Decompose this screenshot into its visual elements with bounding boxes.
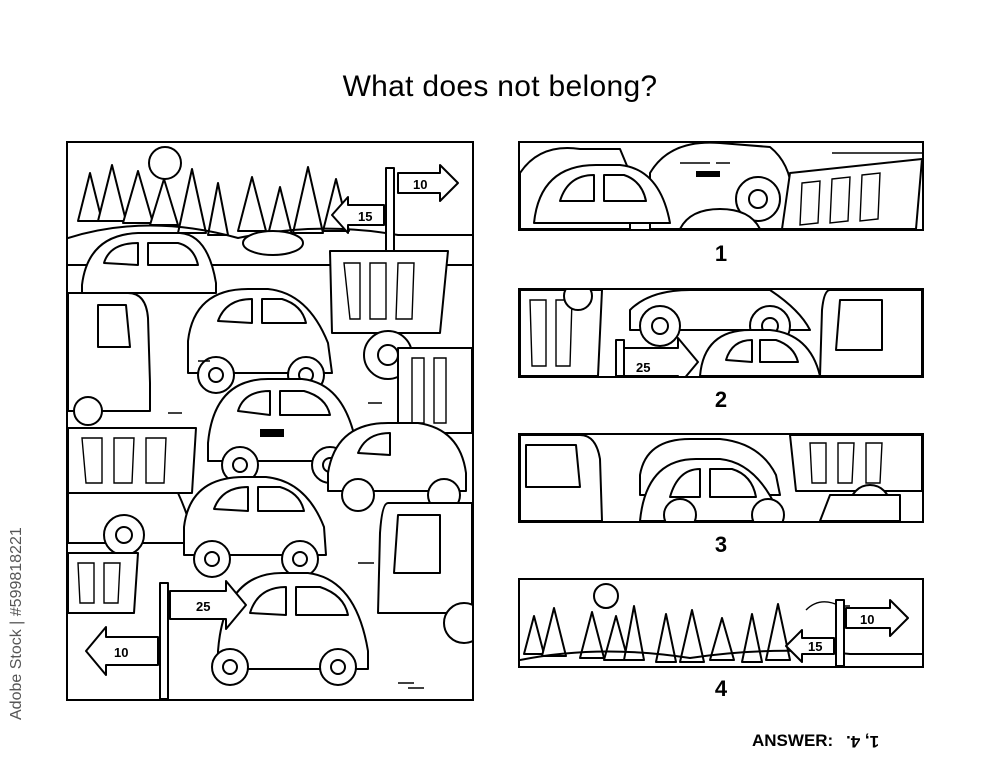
strip-number-4: 4 [714, 676, 728, 701]
trees [77, 164, 350, 236]
car [187, 288, 333, 394]
strip-2-sign: 25 [636, 360, 650, 375]
strip-number-1: 1 [714, 241, 728, 266]
strip-4-sign-left: 15 [808, 639, 822, 654]
sign-bottom-right: 25 [196, 599, 210, 614]
sun-icon [148, 146, 182, 180]
strip-4-sign-right: 10 [860, 612, 874, 627]
sign-top-left: 15 [358, 209, 372, 224]
strip-4-picture: 10 15 [520, 583, 922, 666]
sun-icon [593, 583, 619, 609]
dump-truck [329, 250, 449, 380]
signpost-top: 10 15 [331, 164, 459, 254]
van [377, 502, 472, 644]
sign-top-right: 10 [413, 177, 427, 192]
strip-option-2[interactable]: 25 [518, 288, 924, 378]
strip-option-1[interactable] [518, 141, 924, 231]
sign-bottom-left: 10 [114, 645, 128, 660]
strip-option-4[interactable]: 10 15 [518, 578, 924, 668]
car [211, 572, 369, 686]
strip-option-3[interactable] [518, 433, 924, 523]
stock-watermark: Adobe Stock | #599818221 [8, 527, 25, 720]
strip-1-picture [520, 143, 922, 229]
strip-3-picture [520, 435, 922, 521]
dump-truck [68, 552, 139, 614]
dump-truck [397, 347, 472, 434]
answer-label: ANSWER: [752, 731, 834, 750]
car [183, 476, 327, 578]
car [81, 232, 217, 294]
traffic-jam-scene: 10 15 [68, 146, 472, 699]
answer-line: ANSWER: 1, 4. [752, 731, 879, 751]
strip-number-2: 2 [714, 387, 728, 412]
page-title: What does not belong? [342, 70, 658, 103]
van [68, 292, 151, 426]
strip-2-picture: 25 [520, 290, 922, 376]
dump-truck [68, 427, 197, 556]
strip-number-3: 3 [714, 532, 728, 557]
car [327, 422, 467, 512]
answer-value-upside-down: 1, 4. [845, 732, 880, 751]
signpost-bottom: 25 10 [85, 580, 247, 699]
main-picture: 10 15 [66, 141, 474, 701]
